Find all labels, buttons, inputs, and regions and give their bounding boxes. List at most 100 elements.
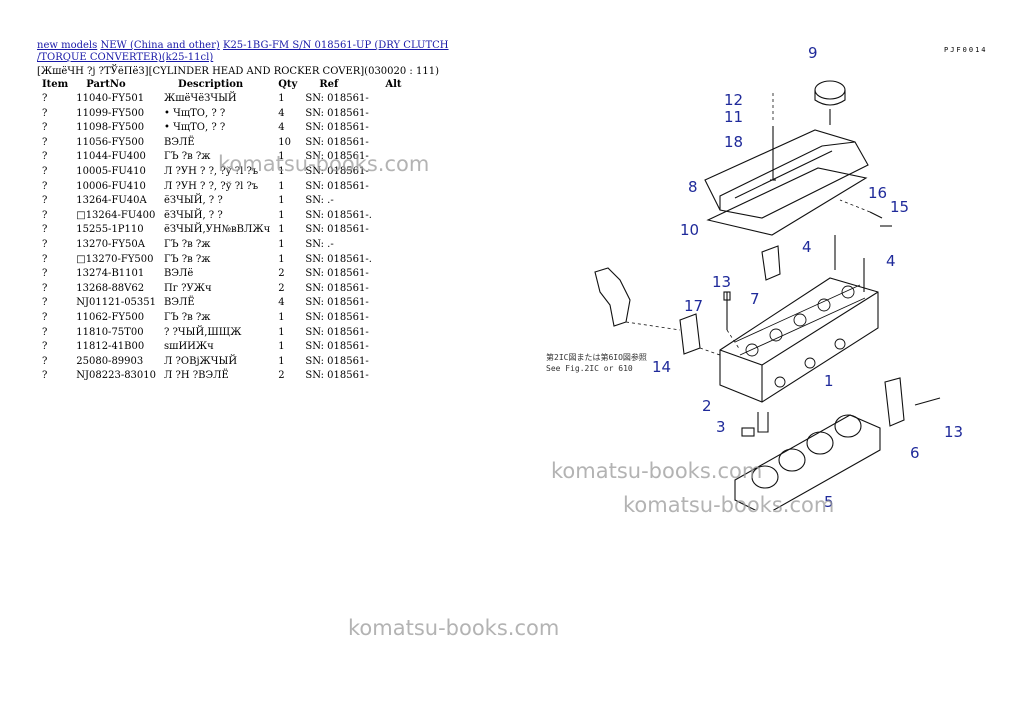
row-description: ёЗЧЫЙ, ? ?: [164, 209, 223, 221]
figure-note-jp: 第2IC図または第6IO図参照: [546, 352, 647, 362]
row-item: ?: [42, 238, 48, 250]
row-item: ?: [42, 209, 48, 221]
column-header-description: Description: [178, 79, 244, 90]
breadcrumb: new models NEW (China and other) K25-1BG…: [37, 40, 457, 64]
row-partno: 11056-FY500: [76, 136, 145, 148]
row-alt: [381, 223, 409, 238]
row-qty: 1: [278, 151, 285, 163]
row-alt: [381, 253, 409, 268]
row-item: ?: [42, 311, 48, 323]
svg-text:1: 1: [824, 372, 834, 390]
column-header-item: Item: [42, 79, 69, 90]
row-partno: 11044-FU400: [76, 151, 146, 163]
row-qty: 1: [278, 180, 285, 192]
row-alt: [381, 355, 409, 370]
row-description: ЖшёЧёЗЧЫЙ: [164, 93, 237, 104]
row-item: ?: [42, 297, 48, 309]
row-item: ?: [42, 326, 48, 338]
oil-filler-cap: [814, 80, 846, 100]
row-item: ?: [42, 370, 48, 382]
svg-text:2: 2: [702, 397, 712, 415]
exploded-parts-diagram: 9 12 11 18 8 16 15 10 4 4 13 7 17 14 1 2…: [546, 44, 963, 510]
row-ref: SN: 018561-: [305, 136, 369, 148]
row-qty: 1: [278, 238, 285, 250]
row-ref: SN: 018561-: [305, 165, 369, 177]
row-alt: [381, 267, 409, 282]
row-qty: 4: [278, 122, 285, 134]
row-description: ГЪ ?в ?ж: [164, 151, 211, 163]
table-header-row: Item PartNo Description Qty Ref Alt: [36, 78, 409, 92]
cylinder-head: [719, 277, 879, 403]
row-ref: SN: 018561-: [305, 151, 369, 163]
column-header-qty: Qty: [278, 79, 298, 90]
row-item: ?: [42, 165, 48, 177]
row-qty: 1: [278, 195, 285, 207]
row-alt: [381, 92, 409, 107]
row-ref: SN: 018561-: [305, 93, 369, 104]
row-partno: 13274-B1101: [76, 268, 145, 280]
row-description: ГЪ ?в ?ж: [164, 311, 211, 323]
row-item: ?: [42, 195, 48, 207]
row-ref: SN: 018561-: [305, 297, 369, 309]
row-qty: 10: [278, 136, 291, 148]
breadcrumb-link-new-models[interactable]: new models: [37, 40, 98, 51]
svg-text:6: 6: [910, 444, 920, 462]
row-qty: 1: [278, 224, 285, 236]
row-item: ?: [42, 136, 48, 148]
svg-text:7: 7: [750, 290, 760, 308]
row-ref: SN: 018561-: [305, 224, 369, 236]
row-item: ?: [42, 268, 48, 280]
row-item: ?: [42, 282, 48, 294]
svg-text:13: 13: [712, 273, 731, 291]
row-partno: 11812-41B00: [76, 341, 145, 353]
row-qty: 1: [278, 209, 285, 221]
row-qty: 1: [278, 93, 285, 104]
row-item: ?: [42, 355, 48, 367]
row-ref: SN: 018561-: [305, 355, 369, 367]
row-description: Л ?УН ? ?, ?ў ?l ?ъ: [164, 180, 259, 192]
row-partno: 25080-89903: [76, 355, 144, 367]
row-item: ?: [42, 93, 48, 104]
row-alt: [381, 326, 409, 341]
row-description: ГЪ ?в ?ж: [164, 253, 211, 265]
row-alt: [381, 136, 409, 151]
row-alt: [381, 107, 409, 122]
row-partno: 13270-FY50A: [76, 238, 145, 250]
figure-code: PJF0014: [944, 46, 988, 54]
breadcrumb-link-region[interactable]: NEW (China and other): [100, 40, 220, 51]
row-partno: 11062-FY500: [76, 311, 145, 323]
row-partno: NJ01121-05351: [76, 297, 157, 309]
row-ref: SN: 018561-: [305, 122, 369, 134]
breadcrumb-link-model[interactable]: K25-1BG-FM S/N 018561-UP (DRY CLUTCH /TO…: [37, 40, 449, 63]
row-alt: [381, 369, 409, 384]
row-partno: 13264-FU40A: [76, 195, 147, 207]
row-qty: 2: [278, 282, 285, 294]
row-alt: [381, 150, 409, 165]
row-description: Л ?Н ?ВЭЛЁ: [164, 370, 229, 382]
svg-text:10: 10: [680, 221, 699, 239]
row-item: ?: [42, 107, 48, 119]
row-qty: 1: [278, 311, 285, 323]
row-alt: [381, 165, 409, 180]
row-qty: 2: [278, 268, 285, 280]
figure-note-en: See Fig.2IC or 610: [546, 364, 633, 373]
svg-text:5: 5: [824, 493, 834, 510]
watermark: komatsu-books.com: [348, 616, 560, 640]
row-qty: 1: [278, 341, 285, 353]
page-title: [ЖшёЧН ?j ?ТЎёПёЗ][CYLINDER HEAD AND ROC…: [37, 66, 439, 77]
callout-labels: 9 12 11 18 8 16 15 10 4 4 13 7 17 14 1 2…: [652, 44, 963, 510]
row-qty: 1: [278, 253, 285, 265]
row-description: ѕшИИЖч: [164, 341, 214, 353]
row-alt: [381, 282, 409, 297]
row-partno: 11810-75T00: [76, 326, 144, 338]
svg-text:12: 12: [724, 91, 743, 109]
row-alt: [381, 340, 409, 355]
svg-text:14: 14: [652, 358, 671, 376]
column-header-ref: Ref: [319, 79, 339, 90]
column-header-partno: PartNo: [86, 79, 126, 90]
